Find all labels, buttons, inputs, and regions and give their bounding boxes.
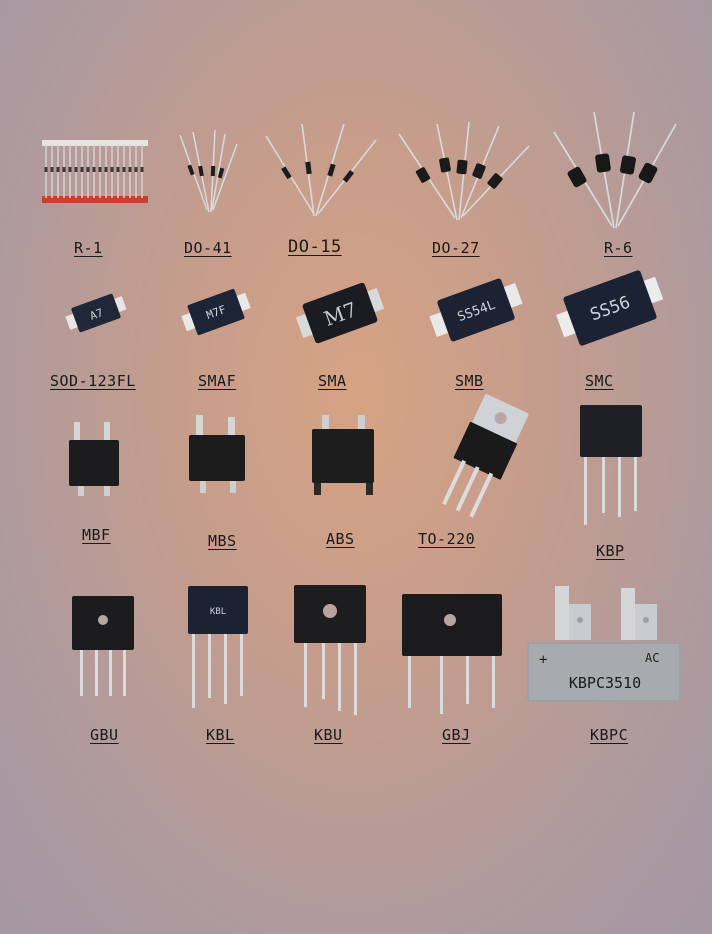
kbp-label: KBP: [596, 542, 625, 560]
to220-component-image: [442, 394, 529, 518]
abs-component-image: [312, 415, 374, 495]
mbs-label: MBS: [208, 532, 237, 550]
do15-label: DO-15: [288, 237, 342, 257]
abs-label: ABS: [326, 530, 355, 548]
smb-label: SMB: [455, 372, 484, 390]
smaf-label: SMAF: [198, 372, 237, 390]
smb-component-image: SS54L: [429, 278, 523, 342]
gbu-label: GBU: [90, 726, 119, 744]
sma-label: SMA: [318, 372, 347, 390]
gbj-component-image: [402, 594, 502, 714]
do27-label: DO-27: [432, 239, 480, 257]
r6-label: R-6: [604, 239, 633, 257]
sod123fl-label: SOD-123FL: [50, 372, 136, 390]
smaf-marking: M7F: [205, 303, 228, 322]
kbl-component-image: KBL: [188, 586, 248, 708]
r1-component-image: [42, 140, 148, 203]
gbu-component-image: [72, 596, 134, 696]
do27-component-image: [398, 121, 530, 221]
smaf-component-image: M7F: [181, 288, 251, 336]
do41-component-image: [179, 129, 238, 213]
kbu-component-image: [294, 585, 366, 715]
kbu-label: KBU: [314, 726, 343, 744]
kbpc-label: KBPC: [590, 726, 629, 744]
mbf-component-image: [69, 422, 119, 496]
smc-component-image: SS56: [556, 270, 664, 346]
r6-component-image: [553, 111, 677, 229]
mbf-label: MBF: [82, 526, 111, 544]
sod123fl-component-image: A7: [65, 293, 127, 333]
do15-component-image: [265, 123, 377, 217]
smc-label: SMC: [585, 372, 614, 390]
sma-component-image: M7: [295, 282, 385, 344]
mbs-component-image: [189, 415, 245, 493]
kbl-label: KBL: [206, 726, 235, 744]
sod123fl-marking: A7: [88, 306, 105, 323]
kbpc-component-image: + AC KBPC3510: [527, 586, 681, 702]
kbpc-ac-marking: AC: [645, 651, 659, 665]
kbp-component-image: [580, 405, 642, 525]
kbpc-plus-marking: +: [539, 652, 547, 668]
r1-label: R-1: [74, 239, 103, 257]
gbj-label: GBJ: [442, 726, 471, 744]
kbl-marking: KBL: [210, 607, 226, 617]
do41-label: DO-41: [184, 239, 232, 257]
to220-label: TO-220: [418, 530, 476, 548]
kbpc-marking: KBPC3510: [569, 674, 641, 692]
